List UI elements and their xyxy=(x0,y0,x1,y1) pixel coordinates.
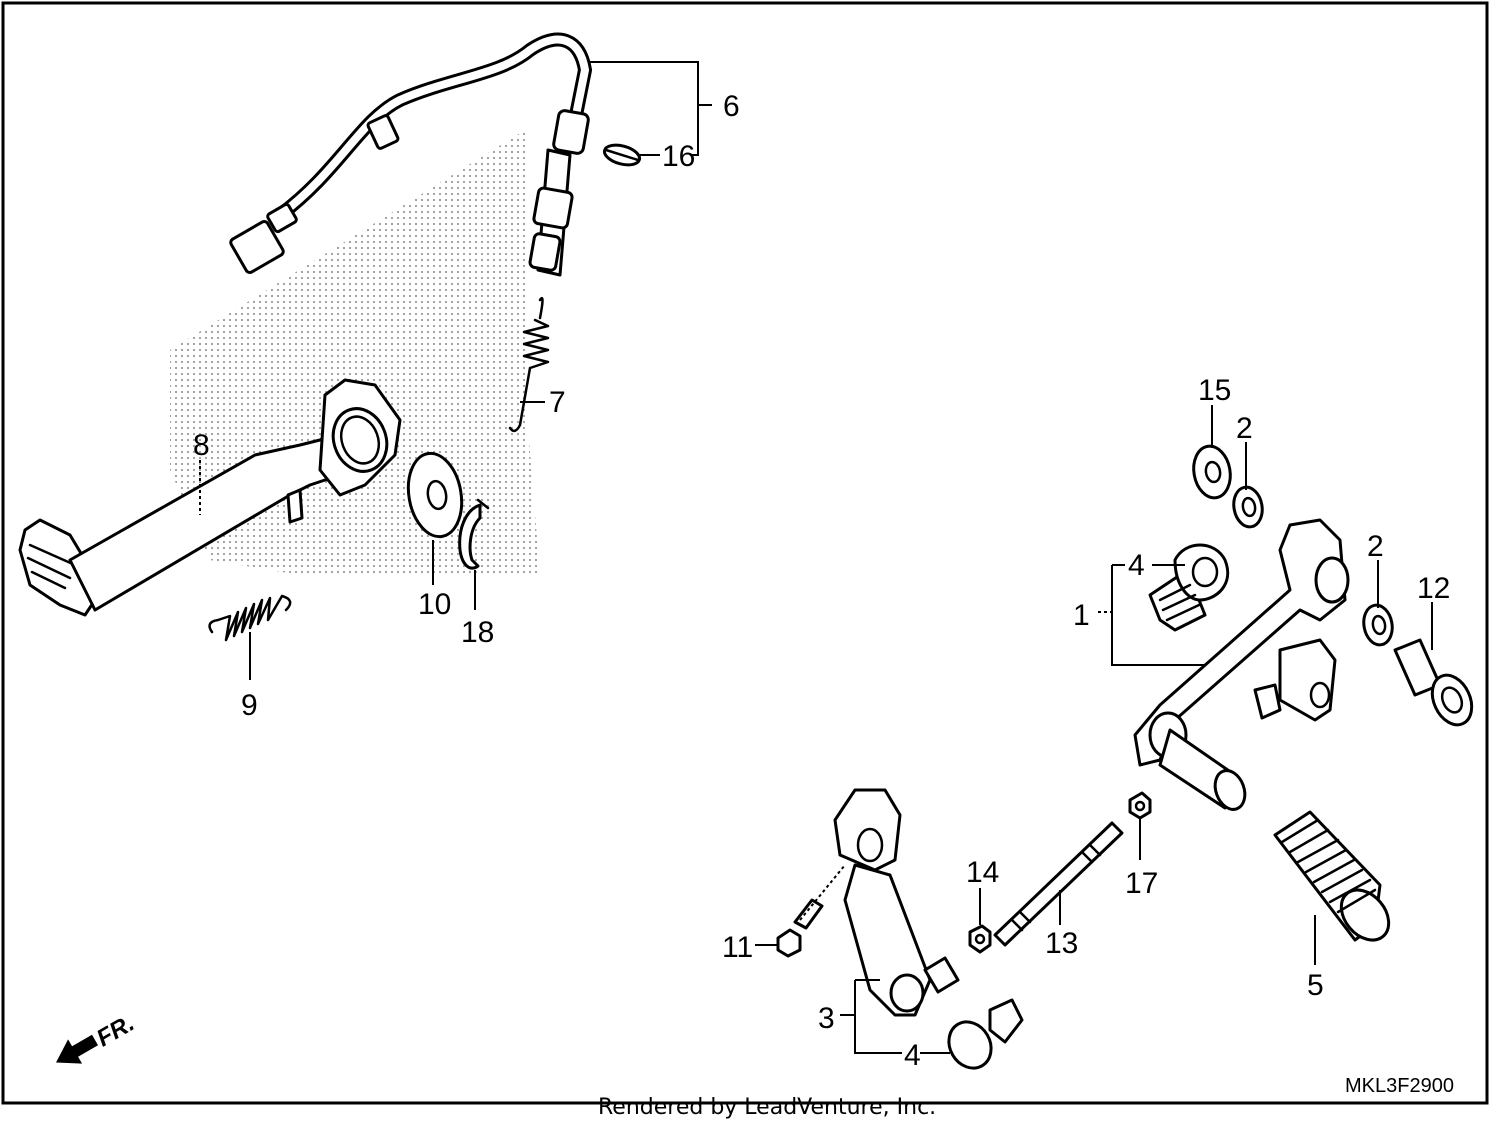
diagram-code: MKL3F2900 xyxy=(1345,1075,1454,1097)
callout-3: 3 xyxy=(818,1002,835,1035)
callout-15: 15 xyxy=(1198,374,1231,407)
callout-9: 9 xyxy=(241,689,258,722)
callout-2-upper: 2 xyxy=(1236,412,1253,445)
dust-seal-upper xyxy=(1232,485,1264,529)
callout-4-lower: 4 xyxy=(904,1039,921,1072)
rod-nut-14 xyxy=(968,924,992,954)
rod-nut-17 xyxy=(1128,791,1152,820)
callout-labels: 6 16 7 8 9 10 18 15 2 4 1 2 12 17 14 13 … xyxy=(193,90,1450,1072)
leader-lines xyxy=(199,61,1433,1054)
callout-2-lower: 2 xyxy=(1367,530,1384,563)
harness-clip xyxy=(602,143,642,167)
callout-18: 18 xyxy=(461,616,494,649)
pedal-rubber xyxy=(1273,810,1391,942)
snap-ring xyxy=(458,498,490,570)
callout-16: 16 xyxy=(662,140,695,173)
switch-spring xyxy=(508,296,550,433)
callout-14: 14 xyxy=(966,856,999,889)
callout-11: 11 xyxy=(722,931,753,964)
rod-end-joint-lower xyxy=(947,998,1024,1070)
gearshift-pedal xyxy=(1133,518,1350,811)
pivot-washer xyxy=(406,451,464,539)
callout-17: 17 xyxy=(1125,867,1158,900)
gearshift-tie-rod xyxy=(993,821,1124,947)
stop-switch-harness xyxy=(229,32,592,277)
arm-bolt xyxy=(776,898,824,958)
gearshift-arm xyxy=(833,788,960,1017)
brake-pedal xyxy=(18,378,402,617)
front-label: FR. xyxy=(92,1010,139,1053)
front-direction-indicator: FR. xyxy=(56,1010,139,1064)
callout-12: 12 xyxy=(1417,572,1450,605)
dust-seal-lower xyxy=(1362,603,1394,647)
render-credit: Rendered by LeadVenture, Inc. xyxy=(598,1095,936,1120)
callout-6: 6 xyxy=(723,90,740,123)
pedal-return-spring xyxy=(208,594,292,642)
callout-13: 13 xyxy=(1045,927,1078,960)
callout-5: 5 xyxy=(1307,969,1324,1002)
callout-1: 1 xyxy=(1073,599,1090,632)
callout-4-upper: 4 xyxy=(1128,549,1145,582)
rod-end-joint-upper xyxy=(1148,543,1230,632)
callout-10: 10 xyxy=(418,588,451,621)
callout-8: 8 xyxy=(193,429,210,462)
callout-7: 7 xyxy=(549,386,566,419)
diagram-frame xyxy=(1,1,1489,1105)
gearshift-washer xyxy=(1192,444,1232,500)
pivot-bolt xyxy=(1393,638,1474,727)
